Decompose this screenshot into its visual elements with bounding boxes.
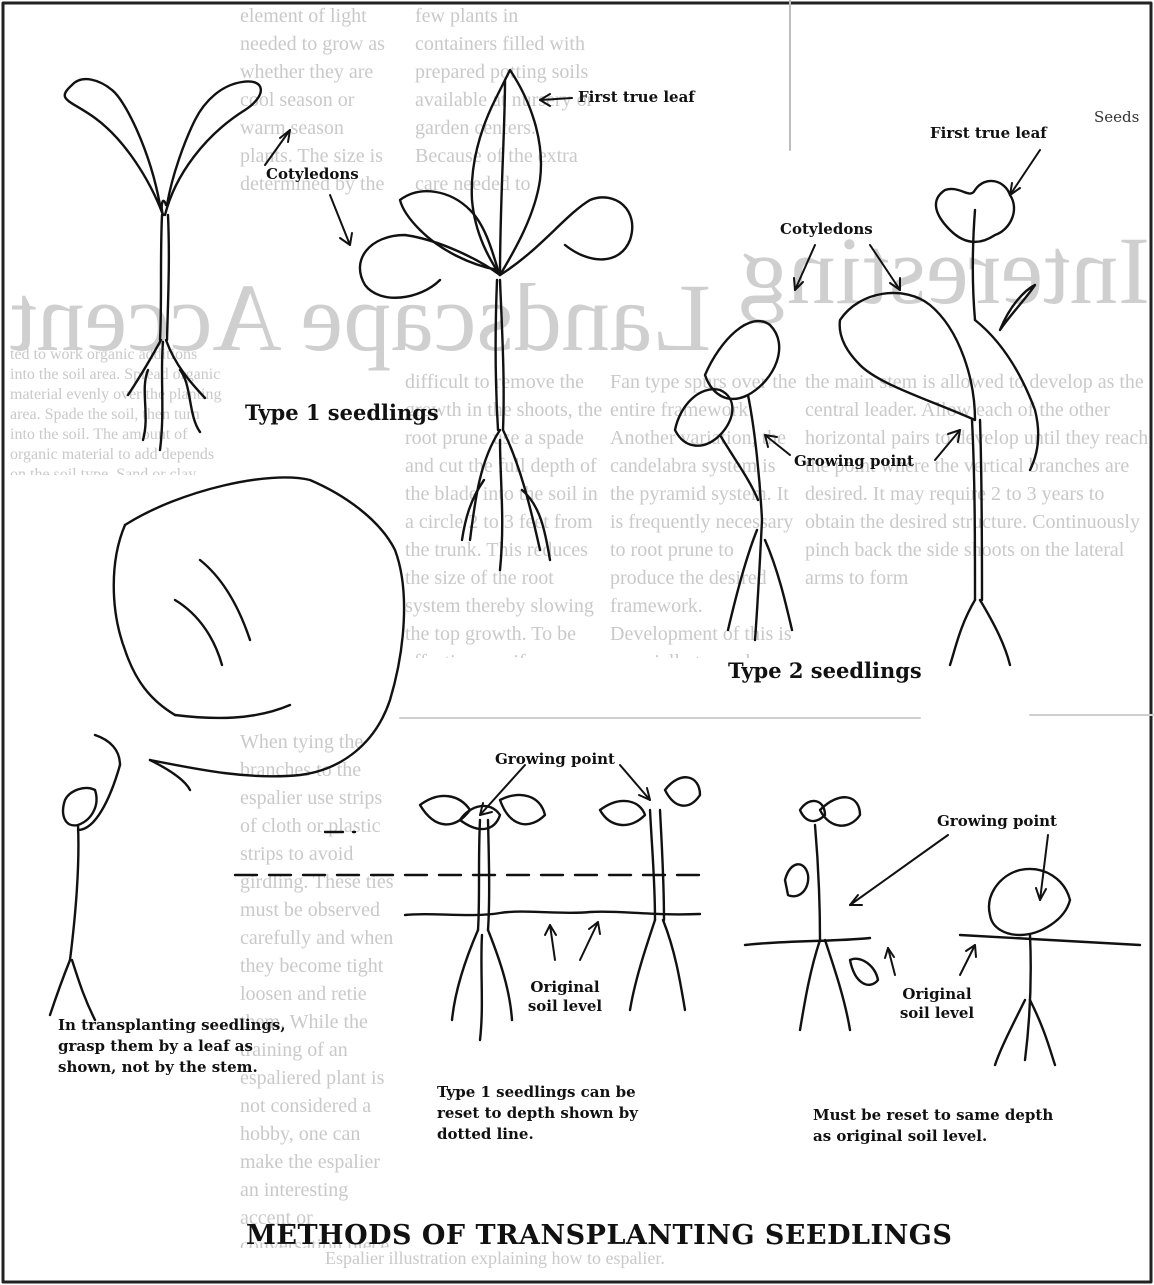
arrow-original-soil-1b — [580, 922, 598, 960]
type1-seedling-cotyledon-stage — [65, 79, 261, 450]
label-type1-seedlings: Type 1 seedlings — [245, 400, 439, 425]
note-transplant-grasp: In transplanting seedlings, grasp them b… — [58, 1015, 293, 1078]
arrow-first-true-leaf-1 — [540, 98, 572, 100]
label-original-soil-level-2: Original soil level — [892, 985, 982, 1023]
label-original-soil-level-1: Original soil level — [520, 978, 610, 1016]
arrow-cotyledons-2a — [795, 245, 815, 290]
leader-arrows — [265, 94, 1048, 975]
arrow-growing-point-3a — [850, 835, 948, 905]
type2-reset-seedlings — [745, 797, 1140, 1065]
label-growing-point-type1-reset: Growing point — [495, 750, 615, 769]
arrow-first-true-leaf-2 — [1010, 150, 1040, 195]
arrow-growing-point-3b — [1040, 835, 1048, 900]
label-first-true-leaf-1: First true leaf — [578, 88, 695, 107]
arrow-cotyledons-2b — [870, 245, 900, 290]
label-growing-point-type2-reset: Growing point — [937, 812, 1057, 831]
label-type2-seedlings: Type 2 seedlings — [728, 658, 922, 683]
label-cotyledons-1: Cotyledons — [266, 165, 359, 184]
arrow-growing-point-1b — [620, 765, 650, 800]
type1-reset-seedlings — [235, 777, 700, 1040]
type2-seedling-cotyledon-stage — [675, 321, 792, 640]
arrow-cotyledons-1a — [265, 130, 290, 165]
label-first-true-leaf-2: First true leaf — [930, 124, 1047, 143]
label-seeds-fragment: Seeds — [1094, 108, 1139, 127]
hand-holding-seedling — [50, 477, 404, 1020]
note-type2-reset: Must be reset to same depth as original … — [813, 1105, 1058, 1147]
note-type1-reset: Type 1 seedlings can be reset to depth s… — [437, 1082, 657, 1145]
arrow-growing-point-2 — [765, 435, 790, 455]
label-growing-point-type2: Growing point — [794, 452, 914, 471]
label-cotyledons-2: Cotyledons — [780, 220, 873, 239]
type2-seedling-true-leaf-stage — [840, 181, 1039, 665]
diagram-title: METHODS OF TRANSPLANTING SEEDLINGS — [246, 1220, 952, 1251]
type1-seedling-true-leaf-stage — [360, 70, 632, 570]
